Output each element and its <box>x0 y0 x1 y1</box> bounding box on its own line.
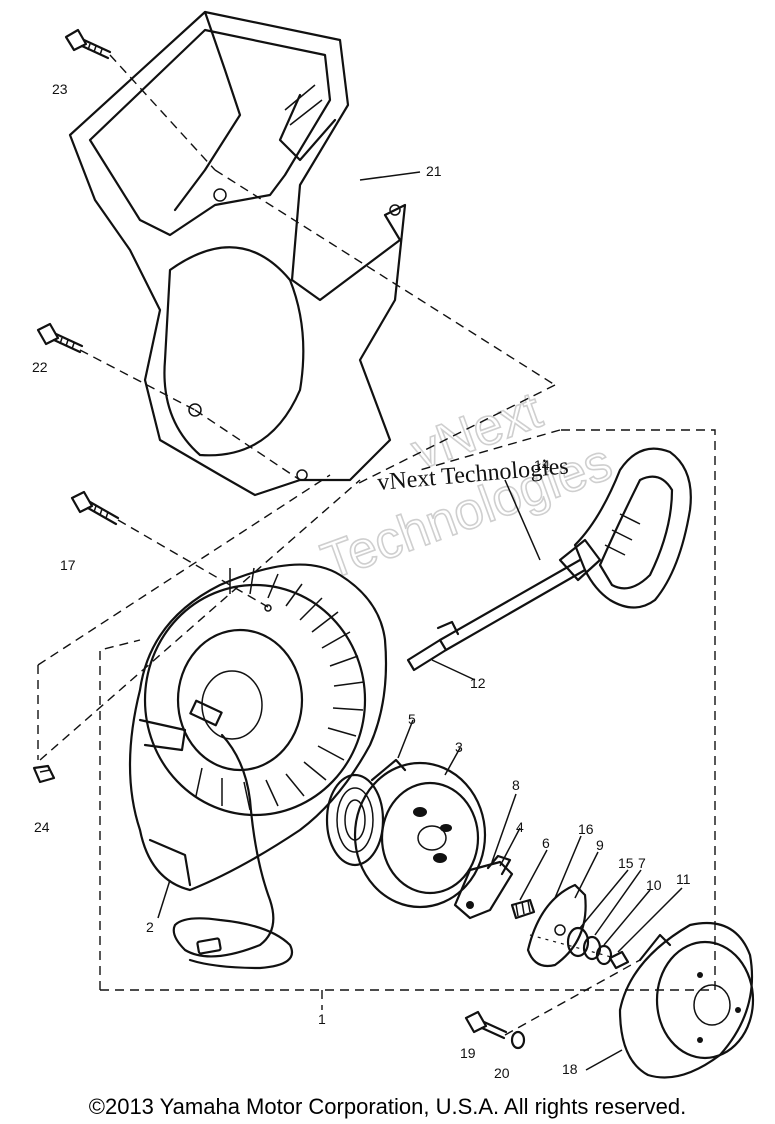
pawl-part <box>453 854 514 920</box>
part-label-14: 14 <box>534 457 550 473</box>
part-label-5: 5 <box>408 711 416 727</box>
part-label-18: 18 <box>562 1061 578 1077</box>
part-label-8: 8 <box>512 777 520 793</box>
starter-rope-part <box>172 733 293 970</box>
fan-shroud-part <box>68 10 407 497</box>
part-label-6: 6 <box>542 835 550 851</box>
part-label-3: 3 <box>455 739 463 755</box>
pawl-bolt-part <box>510 898 536 920</box>
part-label-22: 22 <box>32 359 48 375</box>
part-label-19: 19 <box>460 1045 476 1061</box>
part-label-12: 12 <box>470 675 486 691</box>
bolt-17 <box>70 490 120 526</box>
part-labels: 23 21 22 14 17 12 5 3 8 24 4 6 16 9 15 7… <box>32 81 691 1081</box>
copyright-notice: ©2013 Yamaha Motor Corporation, U.S.A. A… <box>88 1094 687 1119</box>
nut-24 <box>32 764 56 784</box>
rope-shaft-part <box>406 558 587 672</box>
part-label-23: 23 <box>52 81 68 97</box>
part-label-20: 20 <box>494 1065 510 1081</box>
part-label-1: 1 <box>318 1011 326 1027</box>
part-label-9: 9 <box>596 837 604 853</box>
leader-lines <box>157 171 683 1071</box>
part-label-21: 21 <box>426 163 442 179</box>
starter-handle-part <box>558 447 692 609</box>
part-label-11: 11 <box>676 871 691 887</box>
pulley-cup-part <box>618 921 755 1079</box>
spring-part <box>325 758 407 867</box>
bolt-19 <box>464 1010 508 1040</box>
starter-case-part <box>128 563 388 892</box>
assembly-lines <box>37 54 716 1036</box>
washer-20 <box>510 1030 526 1050</box>
part-label-24: 24 <box>34 819 50 835</box>
friction-plate-part <box>526 883 587 968</box>
part-label-17: 17 <box>60 557 76 573</box>
reel-part <box>353 761 487 909</box>
washers-part <box>566 926 630 970</box>
part-label-4: 4 <box>516 819 524 835</box>
part-label-2: 2 <box>146 919 154 935</box>
part-label-7: 7 <box>638 855 646 871</box>
part-label-15: 15 <box>618 855 634 871</box>
part-label-10: 10 <box>646 877 662 893</box>
part-label-16: 16 <box>578 821 594 837</box>
bolt-22 <box>36 322 84 354</box>
bolt-23 <box>64 28 112 60</box>
